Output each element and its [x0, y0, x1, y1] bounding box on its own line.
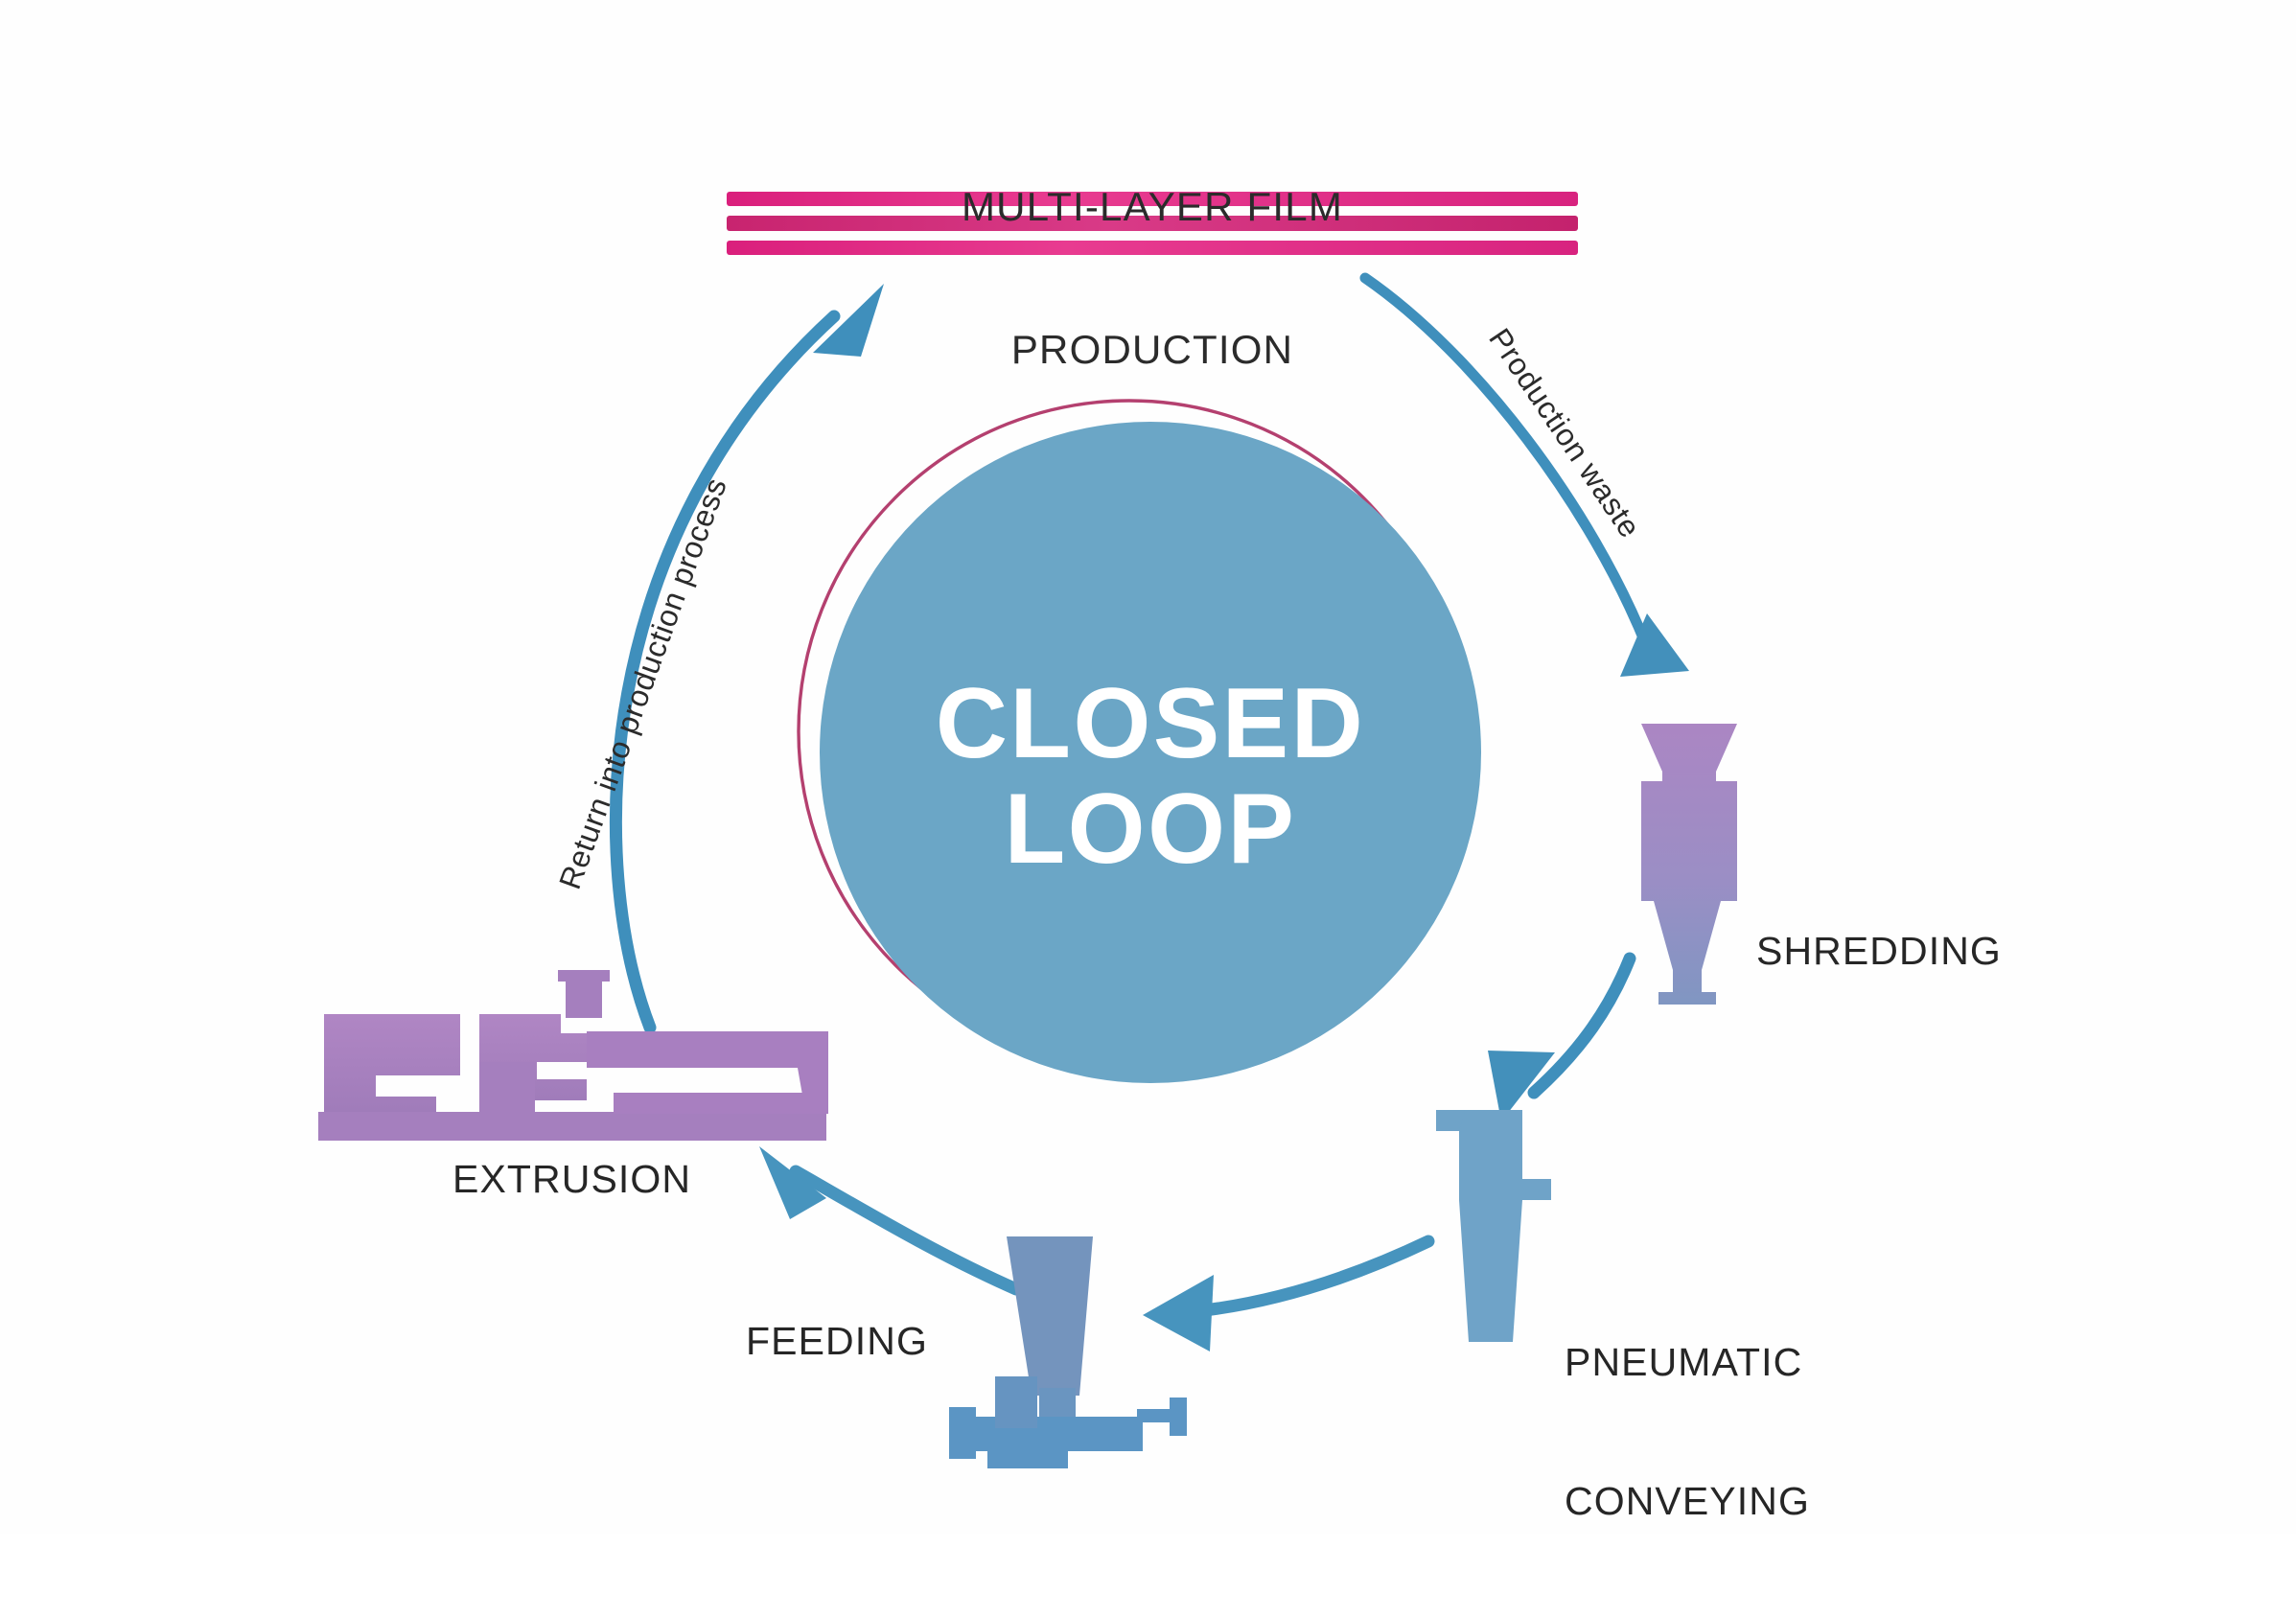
film-layer-3 [727, 241, 1578, 255]
film-layer-1 [727, 192, 1578, 206]
arrow-feeding-to-extrusion [759, 1146, 1023, 1296]
center-label-line1: CLOSED [935, 668, 1366, 779]
multi-layer-film-bars [727, 192, 1578, 255]
center-circle [820, 422, 1481, 1083]
center-label-line2: LOOP [1004, 774, 1297, 886]
arrow-pneumatic-to-feeding [1143, 1235, 1435, 1351]
extruder-machine-icon [318, 970, 828, 1141]
stage-label-pneumatic-conveying-line2: CONVEYING [1565, 1478, 1810, 1523]
hopper-funnel-icon [1641, 724, 1737, 1005]
arrow-extrusion-to-film [609, 284, 884, 1034]
stage-label-shredding: SHREDDING [1756, 929, 2002, 973]
film-layer-2 [727, 216, 1578, 231]
arrow-shredding-to-pneumatic [1488, 952, 1636, 1121]
page-title-line2: PRODUCTION [1010, 326, 1294, 372]
arrow-film-to-shredding [1359, 272, 1689, 677]
stage-label-feeding: FEEDING [746, 1319, 928, 1363]
closed-loop-diagram: MULTI-LAYER FILM PRODUCTION CLOSED LOOP … [318, 88, 2002, 1523]
stage-label-pneumatic-conveying-line1: PNEUMATIC [1565, 1339, 1803, 1384]
stage-label-pneumatic-conveying: PNEUMATIC CONVEYING [1565, 1246, 1810, 1617]
page-title-line1: MULTI-LAYER FILM [961, 184, 1344, 230]
center-label: CLOSED LOOP [815, 668, 1486, 886]
cyclone-separator-icon [1436, 1110, 1551, 1342]
page-title: MULTI-LAYER FILM PRODUCTION [865, 88, 1440, 468]
stage-label-extrusion: EXTRUSION [452, 1157, 692, 1201]
diagram-graphics [318, 192, 1737, 1468]
feeder-hopper-icon [949, 1236, 1187, 1468]
